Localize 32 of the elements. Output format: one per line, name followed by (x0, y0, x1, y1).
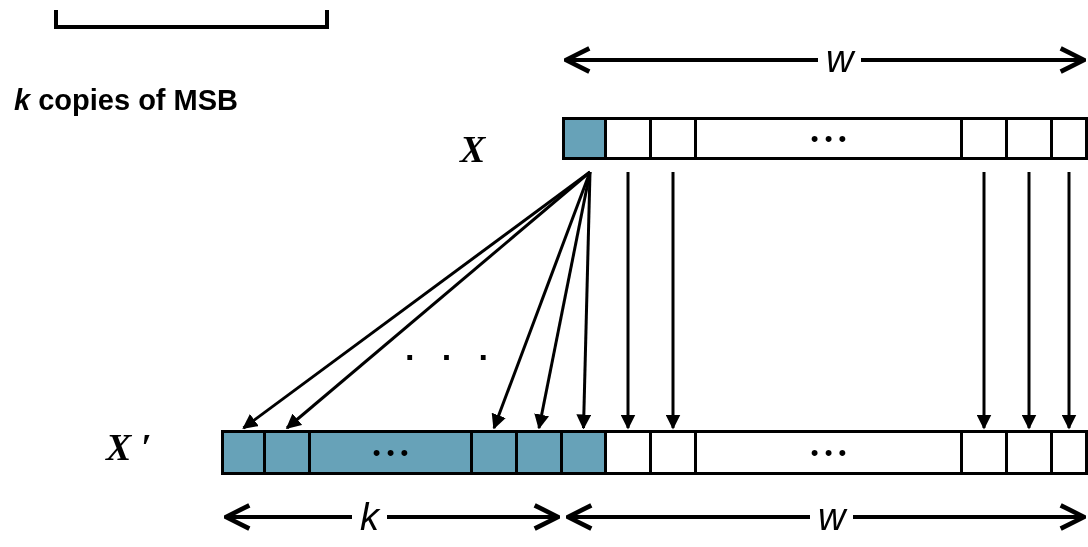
arrow (1021, 172, 1037, 430)
bit-cell (649, 430, 697, 475)
bit-cell (1050, 430, 1088, 475)
bit-cell (694, 430, 963, 475)
arrow (976, 172, 992, 430)
bit-cell (1050, 117, 1088, 160)
ellipsis-dots: • • • (372, 439, 409, 466)
arrow (1061, 172, 1077, 430)
register-name: X ′ (106, 428, 152, 466)
sign-bit-cell (308, 430, 473, 475)
sign-bit-cell (560, 430, 607, 475)
msb-bit-cell (562, 117, 607, 160)
bit-cell (960, 117, 1008, 160)
sign-bit-cell (221, 430, 266, 475)
bit-cell (604, 430, 652, 475)
bit-cell (604, 117, 652, 160)
bit-cell (1005, 117, 1053, 160)
bit-cell (960, 430, 1008, 475)
arrow (620, 172, 636, 430)
arrow (665, 172, 681, 430)
sign-bit-cell (515, 430, 563, 475)
sign-bit-cell (470, 430, 518, 475)
bracket-caption: k copies of MSB (14, 86, 238, 115)
bit-cell (1005, 430, 1053, 475)
bit-cell (649, 117, 697, 160)
ellipsis-dots: · · · (405, 340, 498, 374)
ellipsis-dots: • • • (810, 439, 847, 466)
ellipsis-dots: • • • (810, 125, 847, 152)
sign-bit-cell (263, 430, 311, 475)
bit-cell (694, 117, 963, 160)
arrow (576, 171, 592, 430)
register-name: X (460, 130, 486, 168)
